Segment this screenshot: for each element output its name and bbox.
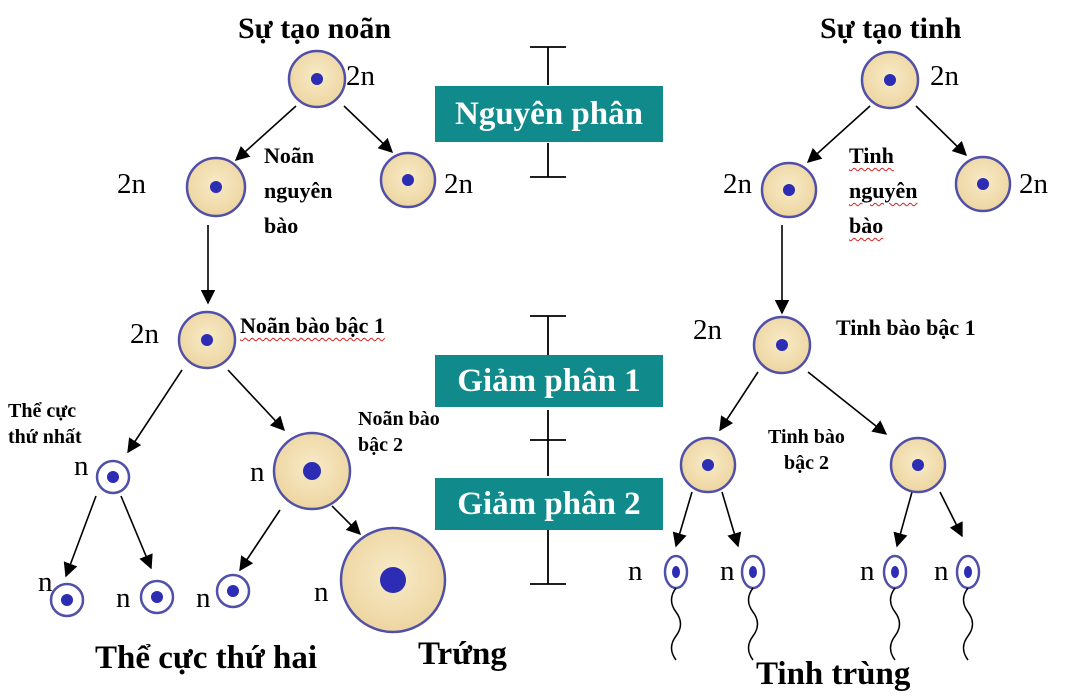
cell-second-polar-body-3	[215, 573, 251, 609]
cell-second-polar-body-1	[49, 582, 85, 618]
label-first-polar-body-line-2: thứ nhất	[8, 426, 82, 448]
cell-spermatogonium-right	[954, 155, 1012, 213]
label-spermatogonium-line-2: nguyên	[849, 178, 918, 203]
label-egg: Trứng	[418, 636, 507, 672]
cell-primary-oocyte	[177, 310, 237, 370]
cell-first-polar-body	[95, 459, 131, 495]
title-spermatogenesis: Sự tạo tinh	[820, 12, 962, 45]
ploidy-egg: n	[314, 576, 329, 608]
sperm-1	[663, 554, 689, 661]
ploidy-sperm-1: n	[628, 555, 643, 587]
label-secondary-spermatocyte-line-2: bậc 2	[783, 452, 829, 474]
label-first-polar-body: Thể cực thứ nhất	[8, 398, 82, 450]
cell-egg	[339, 526, 447, 634]
ploidy-spermatogonium-left: 2n	[723, 168, 752, 200]
label-secondary-spermatocyte-line-1: Tinh bào	[768, 426, 845, 448]
cell-spermatogenesis-origin	[860, 50, 920, 110]
label-spermatogonium: Tinh nguyên bào	[849, 138, 917, 243]
sperm-4	[955, 554, 981, 661]
label-oogonium-line-3: bào	[264, 213, 299, 238]
label-oogonium-line-1: Noãn	[264, 143, 315, 168]
cell-oogonium-left	[185, 156, 247, 218]
cell-oogenesis-origin	[287, 49, 347, 109]
ploidy-oogonium-left: 2n	[117, 168, 146, 200]
cell-second-polar-body-2	[139, 579, 175, 615]
sperm-2	[740, 554, 766, 661]
ploidy-sperm-2: n	[720, 555, 735, 587]
phase-box-mitosis: Nguyên phân	[435, 86, 663, 142]
label-first-polar-body-line-1: Thể cực	[8, 400, 77, 422]
label-oogonium: Noãn nguyên bào	[264, 138, 332, 243]
sperm-3	[882, 554, 908, 661]
cell-spermatogonium-left	[760, 161, 818, 219]
label-spermatogonium-line-1: Tinh	[849, 143, 894, 168]
cell-secondary-spermatocyte-left	[679, 436, 737, 494]
ploidy-second-polar-body-2: n	[116, 582, 131, 614]
phase-box-meiosis-2: Giảm phân 2	[435, 478, 663, 530]
cell-secondary-oocyte	[272, 431, 352, 511]
ploidy-spermatogonium-right: 2n	[1019, 168, 1048, 200]
phase-brackets	[530, 46, 566, 585]
label-second-polar-body: Thể cực thứ hai	[95, 640, 318, 676]
ploidy-sperm-4: n	[934, 555, 949, 587]
ploidy-oogonium-right: 2n	[444, 168, 473, 200]
ploidy-second-polar-body-1: n	[38, 566, 53, 598]
ploidy-second-polar-body-3: n	[196, 582, 211, 614]
label-secondary-oocyte: Noãn bào bậc 2	[358, 406, 440, 458]
label-secondary-spermatocyte: Tinh bào bậc 2	[768, 424, 845, 476]
label-spermatogonium-line-3: bào	[849, 213, 884, 238]
label-oogonium-line-2: nguyên	[264, 178, 333, 203]
label-secondary-oocyte-line-1: Noãn bào	[358, 408, 440, 430]
label-secondary-oocyte-line-2: bậc 2	[358, 434, 403, 456]
title-oogenesis: Sự tạo noãn	[238, 12, 392, 45]
cell-primary-spermatocyte	[752, 315, 812, 375]
label-sperm: Tinh trùng	[756, 656, 911, 692]
ploidy-primary-spermatocyte: 2n	[693, 314, 722, 346]
ploidy-oogenesis-origin: 2n	[346, 60, 375, 92]
label-primary-spermatocyte: Tinh bào bậc 1	[836, 315, 976, 340]
cell-oogonium-right	[379, 151, 437, 209]
phase-box-meiosis-1: Giảm phân 1	[435, 355, 663, 407]
ploidy-spermatogenesis-origin: 2n	[930, 60, 959, 92]
ploidy-secondary-oocyte: n	[250, 456, 265, 488]
ploidy-first-polar-body: n	[74, 450, 89, 482]
ploidy-primary-oocyte: 2n	[130, 318, 159, 350]
label-primary-oocyte: Noãn bào bậc 1	[240, 313, 385, 338]
lineage-arrows	[63, 105, 968, 578]
cell-secondary-spermatocyte-right	[889, 436, 947, 494]
ploidy-sperm-3: n	[860, 555, 875, 587]
